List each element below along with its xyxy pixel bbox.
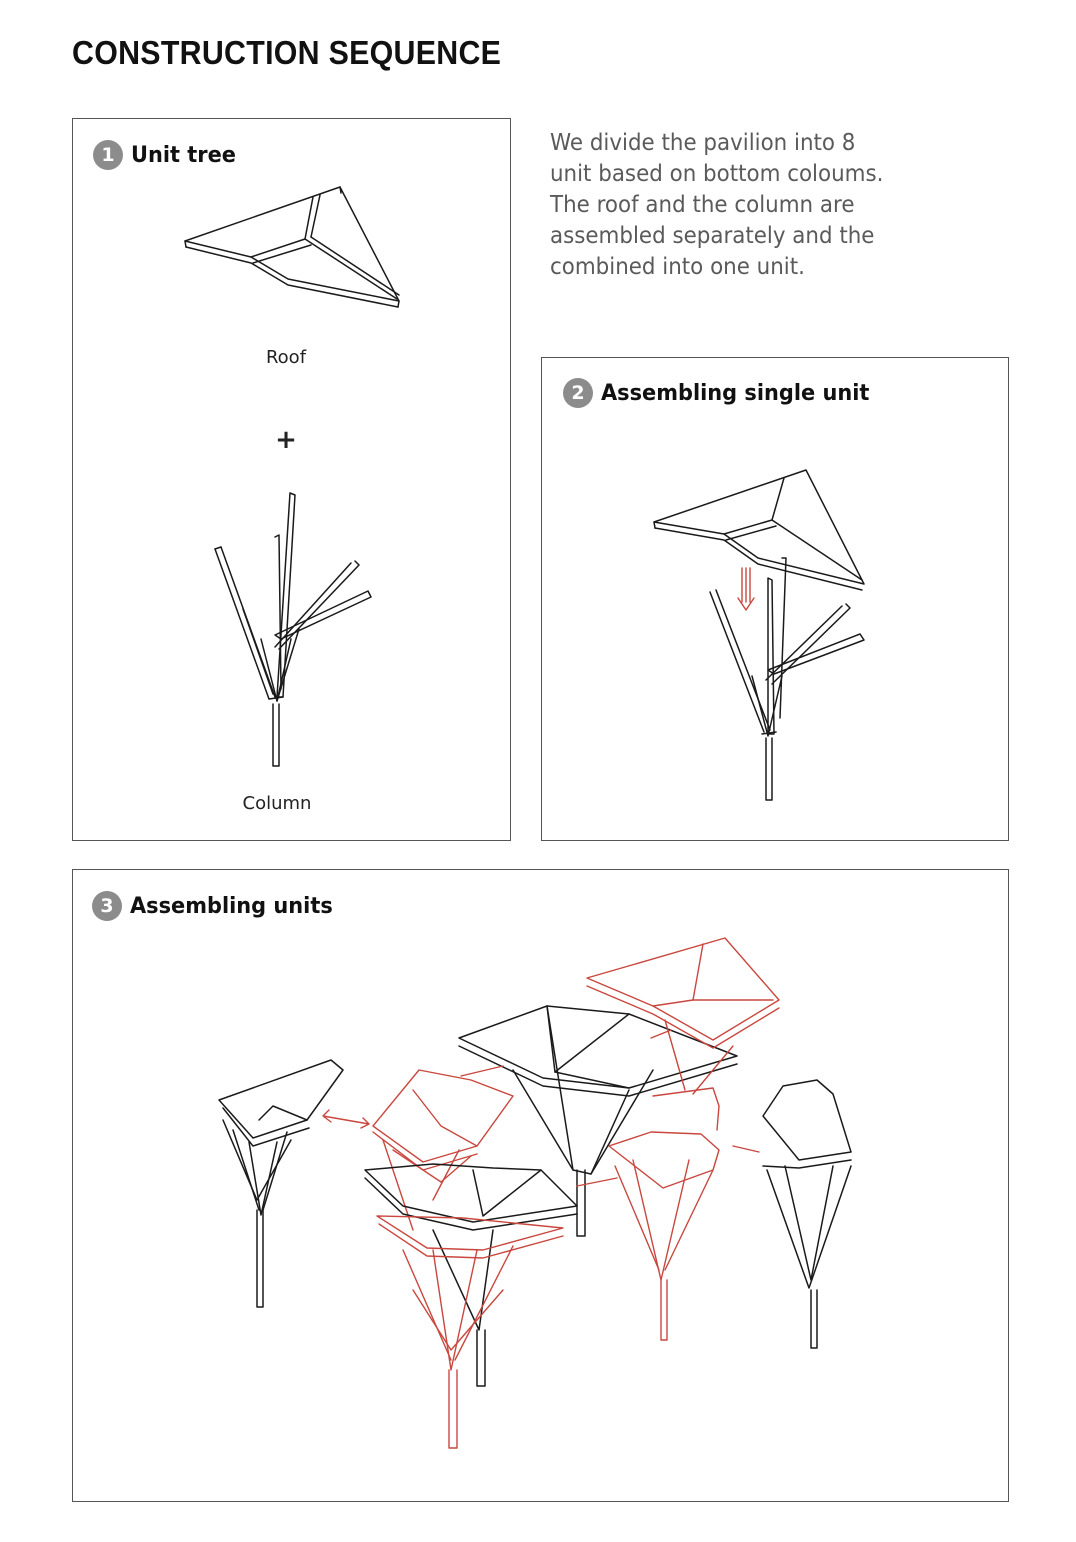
panel-assembling-units: 3 Assembling units: [72, 869, 1009, 1502]
column-branches: [214, 492, 372, 702]
single-unit-column: [709, 557, 865, 801]
step-3-title: Assembling units: [130, 893, 333, 919]
unit-left-black: [218, 1059, 344, 1308]
page-title: CONSTRUCTION SEQUENCE: [72, 34, 502, 71]
panel-assembling-single-unit: 2 Assembling single unit: [541, 357, 1009, 841]
step-2-header: 2 Assembling single unit: [563, 378, 884, 408]
single-unit-drawing: [653, 469, 865, 801]
roof-frame-outer: [184, 186, 400, 308]
unit-red-front: [376, 1215, 564, 1449]
step-3-header: 3 Assembling units: [92, 891, 343, 921]
plus-sign: +: [275, 425, 297, 455]
roof-frame-inner: [250, 194, 400, 300]
step-2-badge-icon: 2: [563, 378, 593, 408]
unit-center-black: [458, 1005, 738, 1237]
step-2-title: Assembling single unit: [601, 380, 870, 406]
panel-unit-tree: 1 Unit tree Roof +: [72, 118, 511, 841]
single-unit-roof: [653, 469, 865, 591]
unit-center-lower-black: [364, 1163, 578, 1387]
roof-drawing: [184, 186, 400, 308]
units-assembly-drawing: [218, 937, 852, 1449]
unit-red-top-right: [586, 937, 780, 1095]
step-1-badge-icon: 1: [93, 140, 123, 170]
step-1-title: Unit tree: [131, 142, 236, 168]
assembly-arrow-icon: [322, 1029, 760, 1187]
column-drawing: [214, 492, 372, 767]
unit-red-right: [608, 1087, 720, 1341]
description-text: We divide the pavilion into 8 unit based…: [550, 130, 884, 280]
step-1-header: 1 Unit tree: [93, 140, 241, 170]
unit-right-black: [762, 1079, 852, 1349]
assembly-arrow-icon: [737, 567, 755, 611]
column-label: Column: [242, 793, 312, 814]
column-trunk: [272, 703, 280, 767]
step-3-badge-icon: 3: [92, 891, 122, 921]
roof-label: Roof: [265, 347, 307, 368]
